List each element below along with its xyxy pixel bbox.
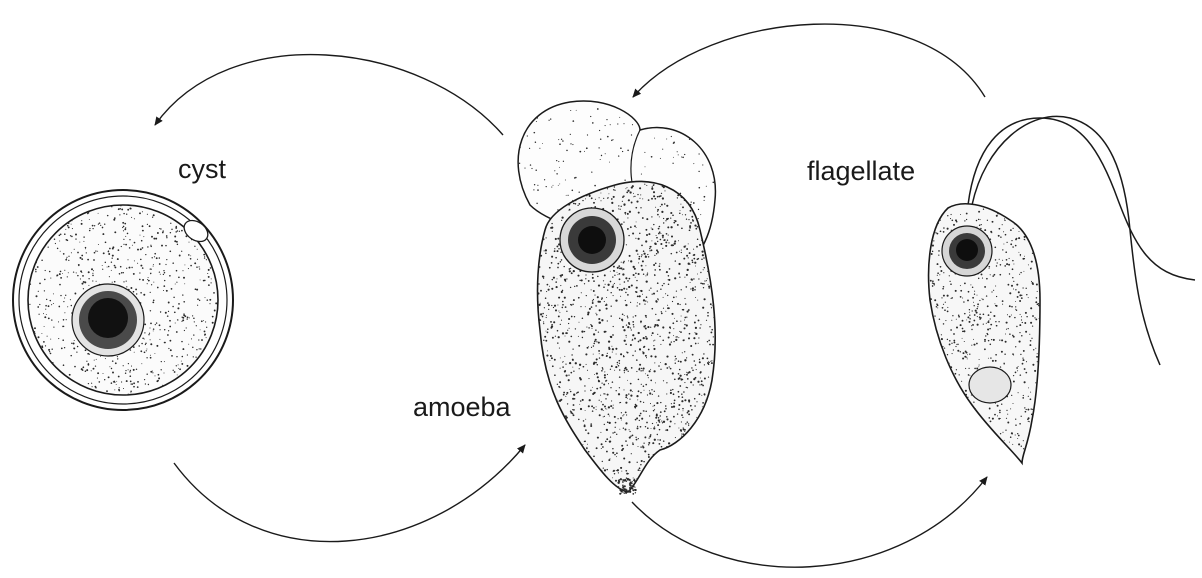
- amoeba-illustration: [505, 96, 721, 496]
- cyst-illustration: [13, 190, 233, 410]
- arrow-amoeba-to-cyst: [155, 55, 503, 135]
- flagellate-illustration: [926, 116, 1195, 466]
- amoeba-label: amoeba: [413, 394, 511, 421]
- arrow-amoeba-to-flagellate: [632, 477, 987, 567]
- flagellate-label: flagellate: [807, 158, 915, 185]
- cyst-label: cyst: [178, 156, 226, 183]
- arrow-flagellate-to-amoeba: [633, 24, 985, 97]
- arrow-cyst-to-amoeba: [174, 445, 525, 542]
